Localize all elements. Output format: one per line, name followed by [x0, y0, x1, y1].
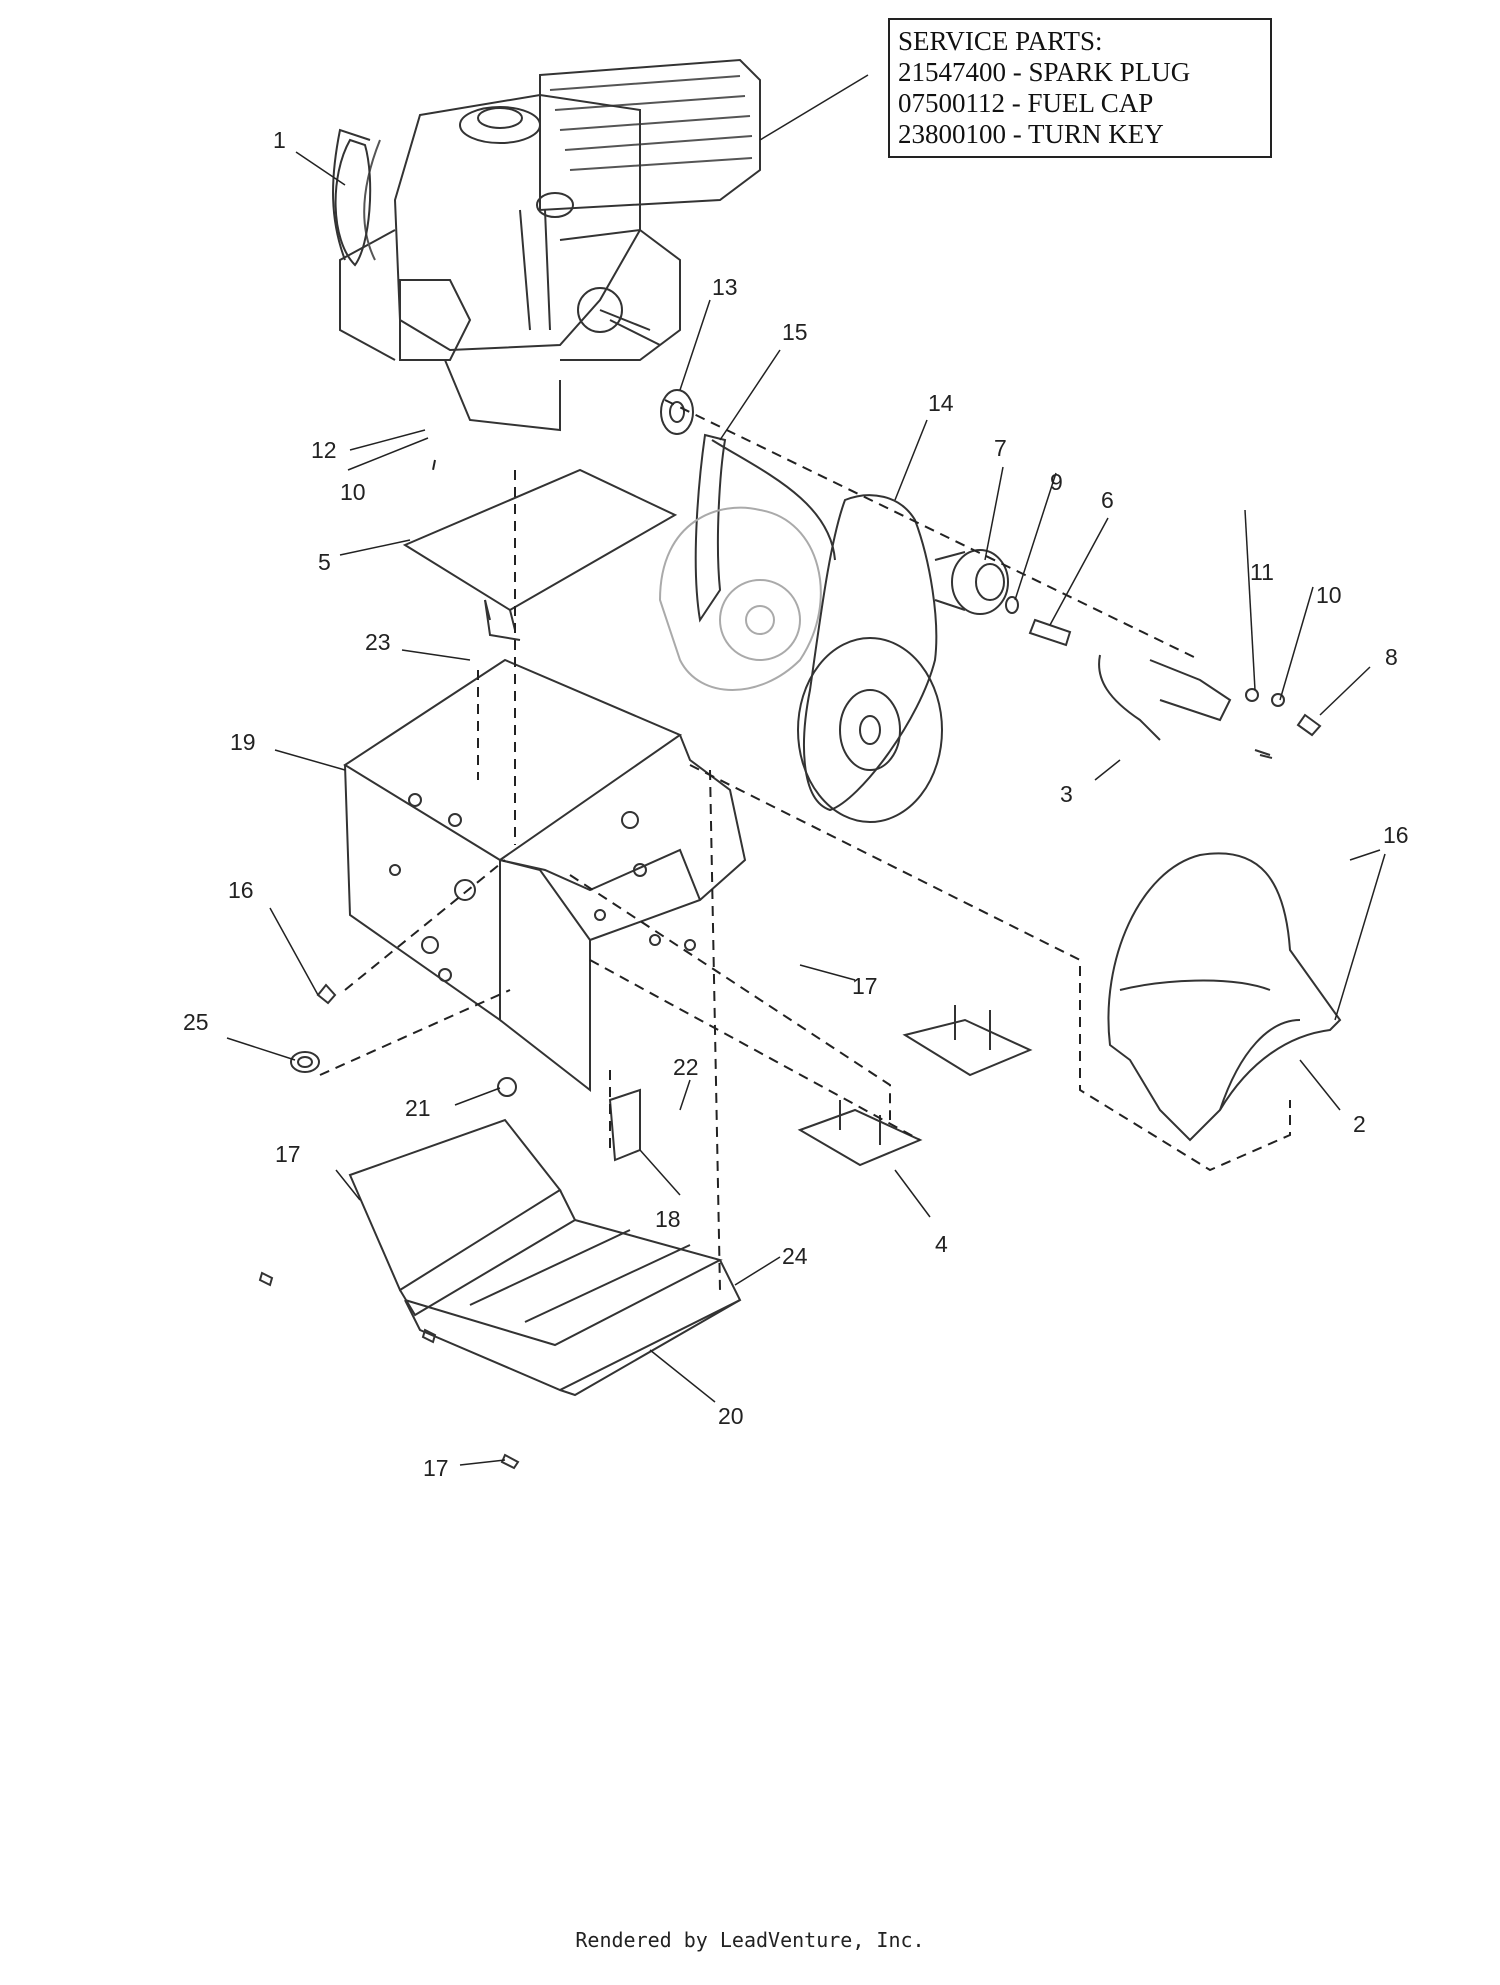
callout-17-right: 17 [852, 973, 878, 999]
service-part-line: 23800100 - TURN KEY [898, 119, 1164, 149]
service-part-line: 21547400 - SPARK PLUG [898, 57, 1191, 87]
callout-11: 11 [1250, 559, 1274, 585]
callout-7: 7 [994, 435, 1007, 461]
callout-16-left: 16 [228, 877, 254, 903]
service-parts-title: SERVICE PARTS: [898, 26, 1103, 56]
callout-20: 20 [718, 1403, 744, 1429]
callout-12: 12 [311, 437, 337, 463]
callout-19: 19 [230, 729, 256, 755]
callout-17-left: 17 [275, 1141, 301, 1167]
callout-5: 5 [318, 549, 331, 575]
service-parts-box: SERVICE PARTS: 21547400 - SPARK PLUG 075… [888, 18, 1272, 158]
callout-18: 18 [655, 1206, 681, 1232]
callout-8: 8 [1385, 644, 1398, 670]
callout-23: 23 [365, 629, 391, 655]
callout-1: 1 [273, 127, 286, 153]
callout-25: 25 [183, 1009, 209, 1035]
bottom-pan-drawing [348, 1118, 742, 1397]
footer-credit: Rendered by LeadVenture, Inc. [575, 1928, 925, 1952]
callout-6: 6 [1101, 487, 1114, 513]
callout-labels: 1 2 3 4 5 6 7 8 9 10 10 11 12 13 14 15 1… [183, 127, 1409, 1481]
callout-17-bottom: 17 [423, 1455, 449, 1481]
callout-3: 3 [1060, 781, 1073, 807]
callout-10-left: 10 [340, 479, 366, 505]
callout-24: 24 [782, 1243, 808, 1269]
frame-drawing [343, 658, 747, 1093]
callout-9: 9 [1050, 469, 1063, 495]
callout-4: 4 [935, 1231, 948, 1257]
callout-10-right: 10 [1316, 582, 1342, 608]
callout-14: 14 [928, 390, 954, 416]
callout-13: 13 [712, 274, 738, 300]
callout-2: 2 [1353, 1111, 1366, 1137]
engine-drawing [332, 58, 761, 432]
callout-22: 22 [673, 1054, 699, 1080]
service-part-line: 07500112 - FUEL CAP [898, 88, 1154, 118]
callout-16-right: 16 [1383, 822, 1409, 848]
pulley-wheel-drawing [658, 506, 822, 691]
callout-15: 15 [782, 319, 808, 345]
gear-drawing [660, 389, 694, 435]
callout-21: 21 [405, 1095, 431, 1121]
